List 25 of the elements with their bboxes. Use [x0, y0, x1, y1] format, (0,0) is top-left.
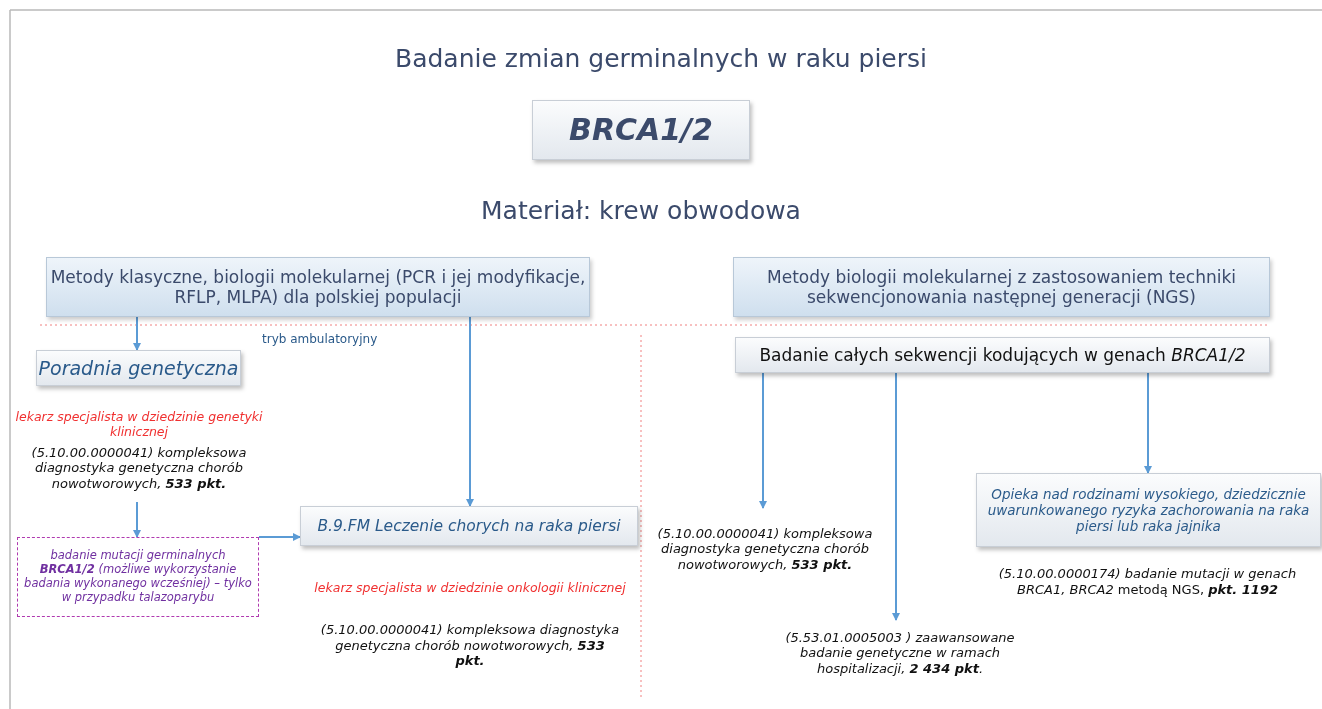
mode-label: tryb ambulatoryjny — [262, 332, 379, 347]
doctor-note: lekarz specjalista w dziedzinie onkologii klinicznej — [313, 580, 627, 595]
arrow — [892, 372, 900, 621]
arrow — [133, 501, 141, 538]
diagram-title: Badanie zmian germinalnych w raku piersi — [394, 44, 928, 74]
arrow — [466, 316, 474, 507]
title-box: BRCA1/2 — [532, 100, 750, 160]
procedure-note: (5.10.00.0000041) kompleksowa diagnostyka genetyczna chorób nowotworowych, 533 pkt. — [640, 508, 890, 590]
procedure-note: (5.10.00.0000174) badanie mutacji w genach BRCA1, BRCA2 metodą NGS, pkt. 1192 — [997, 566, 1298, 598]
method-box: Metody klasyczne, biologii molekularnej (PCR i jej modyfikacje, RFLP, MLPA) dla polskiej populacji — [46, 257, 590, 317]
arrow — [133, 316, 141, 351]
care-box: Opieka nad rodzinami wysokiego, dziedzicznie uwarunkowanego ryzyka zachorowania na raka piersi lub raka jajnika — [976, 473, 1321, 547]
method-box: Metody biologii molekularnej z zastosowaniem techniki sekwencjonowania następnej generacji (NGS) — [733, 257, 1270, 317]
arrow — [759, 372, 767, 509]
arrow — [1144, 372, 1152, 474]
procedure-note: (5.10.00.0000041) kompleksowa diagnostyka genetyczna chorób nowotworowych, 533 pkt. — [30, 444, 248, 492]
sequencing-box: Badanie całych sekwencji kodujących w genach BRCA1/2 — [735, 337, 1270, 373]
dashed-box: badanie mutacji germinalnych BRCA1/2 (możliwe wykorzystanie badania wykonanego wcześniej) – tylko w przypadku talazoparybu — [17, 537, 259, 617]
procedure-note: (5.10.00.0000041) kompleksowa diagnostyka genetyczna chorób nowotworowych, 533 pkt. — [320, 622, 620, 669]
arrow — [258, 533, 301, 541]
material-heading: Materiał: krew obwodowa — [480, 196, 802, 226]
procedure-note: (5.53.01.0005003 ) zaawansowane badanie genetyczne w ramach hospitalizacji, 2 434 pkt. — [760, 620, 1040, 686]
doctor-note: lekarz specjalista w dziedzinie genetyki klinicznej — [14, 408, 264, 439]
treatment-box: B.9.FM Leczenie chorych na raka piersi — [300, 506, 638, 546]
clinic-box: Poradnia genetyczna — [36, 350, 241, 386]
